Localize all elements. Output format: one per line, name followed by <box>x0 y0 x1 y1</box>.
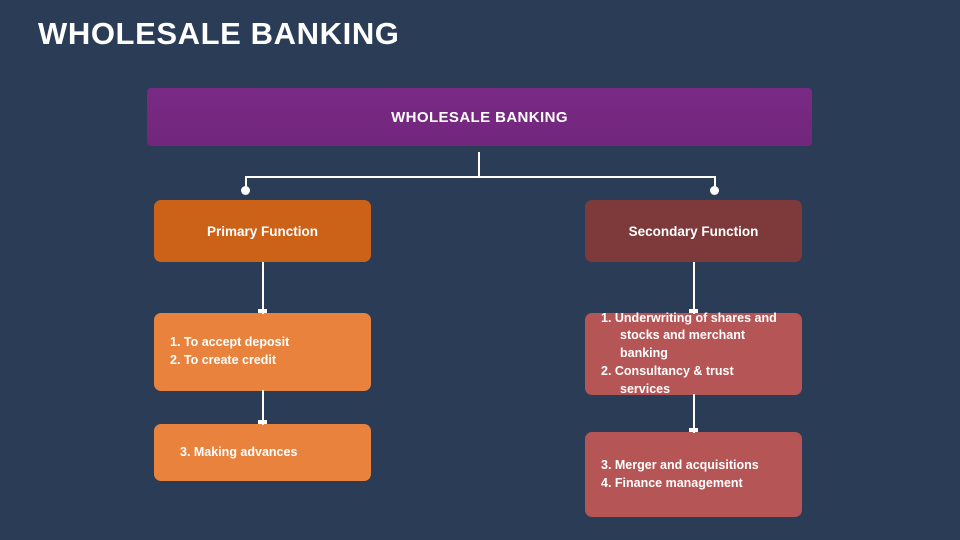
node-primary-item-2[interactable]: 3. Making advances <box>154 424 377 489</box>
connector-dot-left <box>241 186 250 195</box>
node-root-label: WHOLESALE BANKING <box>391 108 568 126</box>
node-shadow-bar <box>151 141 816 153</box>
node-secondary-item-1[interactable]: 1. Underwriting of shares and stocks and… <box>585 311 808 403</box>
node-primary-item-1[interactable]: 1. To accept deposit 2. To create credit <box>154 313 377 399</box>
list-item: 3. Merger and acquisitions <box>601 457 759 472</box>
connector-left-drop <box>245 176 247 189</box>
node-wholesale-banking[interactable]: WHOLESALE BANKING <box>147 88 816 153</box>
node-secondary-function-label: Secondary Function <box>628 223 759 239</box>
node-secondary-item-2-label: 3. Merger and acquisitions 4. Finance ma… <box>601 457 786 493</box>
list-item: 3. Making advances <box>180 444 298 459</box>
connector-primary-1 <box>262 262 264 314</box>
connector-secondary-1 <box>693 262 695 314</box>
node-shadow-bar <box>590 509 808 525</box>
node-shadow-bar <box>159 473 377 489</box>
node-shadow-bar <box>590 254 808 270</box>
connector-primary-2 <box>262 390 264 425</box>
list-item: 2. To create credit <box>170 353 277 367</box>
list-item: 4. Finance management <box>601 475 743 490</box>
node-primary-function[interactable]: Primary Function <box>154 200 377 270</box>
connector-foot-primary-1 <box>258 309 267 313</box>
list-item: 2. Consultancy & trust services <box>601 363 734 396</box>
node-secondary-item-2[interactable]: 3. Merger and acquisitions 4. Finance ma… <box>585 432 808 525</box>
node-primary-item-2-label: 3. Making advances <box>170 444 355 462</box>
list-item: 1. To accept deposit <box>170 335 290 350</box>
connector-right-drop <box>714 176 716 189</box>
connector-dot-right <box>710 186 719 195</box>
node-secondary-item-1-label: 1. Underwriting of shares and stocks and… <box>601 310 786 399</box>
node-secondary-function[interactable]: Secondary Function <box>585 200 808 270</box>
node-shadow-bar <box>159 254 377 270</box>
node-primary-item-1-label: 1. To accept deposit 2. To create credit <box>170 334 355 370</box>
connector-root-drop <box>478 152 480 177</box>
connector-foot-secondary-2 <box>689 428 698 432</box>
connector-secondary-2 <box>693 394 695 433</box>
connector-horizontal-bus <box>245 176 715 178</box>
list-item: 1. Underwriting of shares and stocks and… <box>601 310 777 361</box>
connector-foot-primary-2 <box>258 420 267 424</box>
connector-foot-secondary-1 <box>689 309 698 313</box>
page-title: WHOLESALE BANKING <box>38 16 400 51</box>
node-primary-function-label: Primary Function <box>206 223 319 239</box>
node-shadow-bar <box>159 383 377 399</box>
